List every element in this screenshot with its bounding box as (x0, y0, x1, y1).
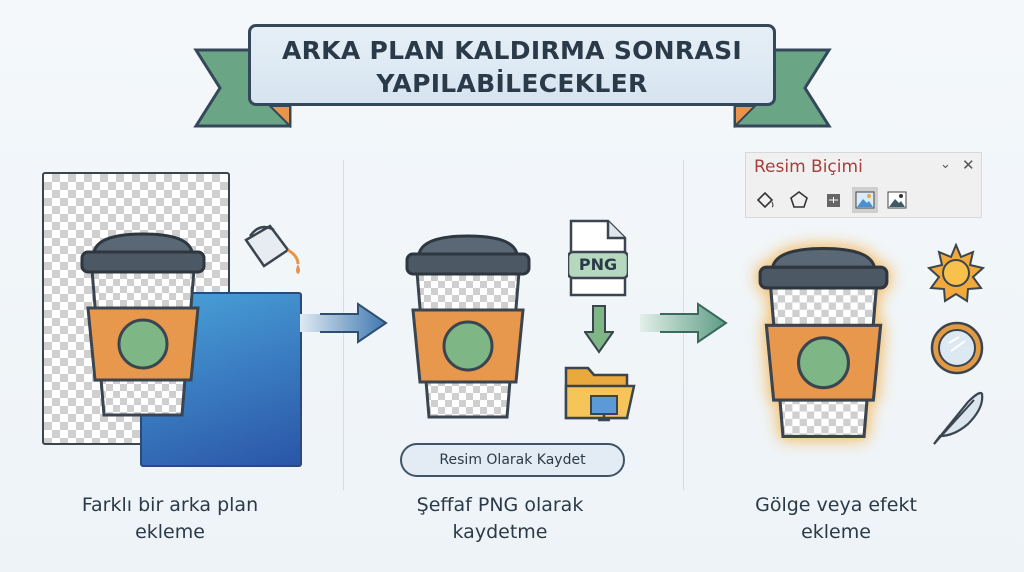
cup-image-with-glow (756, 243, 891, 443)
cup-image (403, 232, 533, 422)
cup-image (78, 230, 208, 420)
folder-icon (564, 366, 636, 422)
fill-icon[interactable] (752, 187, 778, 213)
caption-line: Gölge veya efekt (755, 494, 917, 516)
paint-bucket-icon (244, 224, 300, 274)
chevron-down-icon[interactable]: ⌄ (940, 157, 951, 172)
png-file-label: PNG (578, 255, 618, 274)
pane-title: Resim Biçimi (754, 157, 863, 177)
caption-line: ekleme (801, 521, 871, 543)
shape-icon[interactable] (786, 187, 812, 213)
format-picture-pane: Resim Biçimi ⌄ ✕ (745, 152, 982, 218)
page-title: ARKA PLAN KALDIRMA SONRASI YAPILABİLECEK… (248, 24, 776, 106)
title-line-2: YAPILABİLECEKLER (376, 69, 648, 98)
png-file-icon (568, 219, 628, 297)
size-icon[interactable] (820, 187, 846, 213)
feather-icon (933, 391, 984, 445)
caption-add-background: Farklı bir arka plan ekleme (20, 492, 320, 546)
sun-icon (926, 243, 986, 303)
caption-line: Şeffaf PNG olarak (416, 494, 584, 516)
save-as-picture-button[interactable]: Resim Olarak Kaydet (400, 443, 625, 477)
picture-icon[interactable] (852, 187, 878, 213)
arrow-down-icon (584, 305, 614, 354)
arrow-right-icon (640, 302, 728, 344)
caption-line: kaydetme (452, 521, 548, 543)
close-icon[interactable]: ✕ (962, 156, 975, 174)
arrow-right-icon (300, 302, 388, 344)
caption-line: ekleme (135, 521, 205, 543)
caption-save-png: Şeffaf PNG olarak kaydetme (350, 492, 650, 546)
mirror-icon (930, 321, 984, 375)
picture-alt-icon[interactable] (884, 187, 910, 213)
title-line-1: ARKA PLAN KALDIRMA SONRASI (281, 36, 743, 65)
caption-add-effect: Gölge veya efekt ekleme (686, 492, 986, 546)
caption-line: Farklı bir arka plan (81, 494, 259, 516)
